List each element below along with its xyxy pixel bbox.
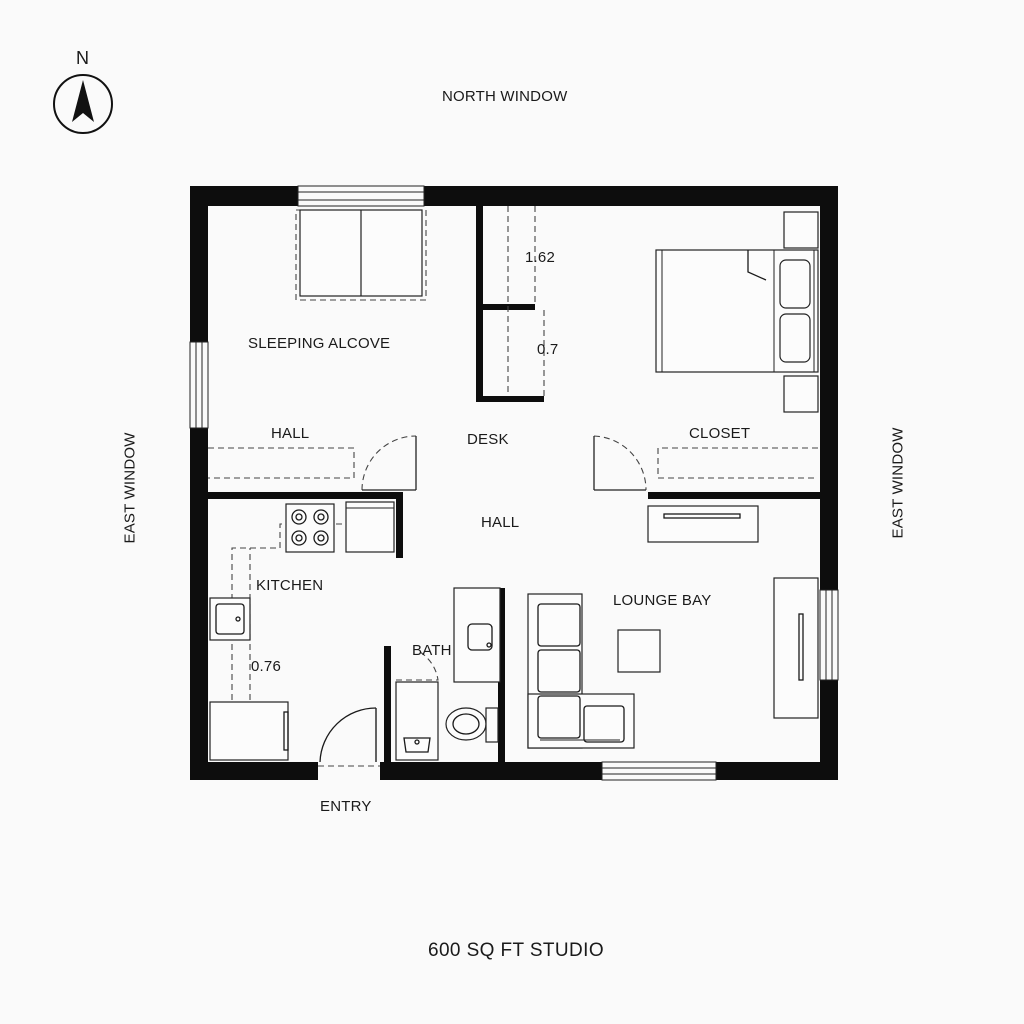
east-window-left-frame	[189, 341, 209, 429]
hall-center-label: HALL	[481, 514, 520, 531]
door-swing-right	[593, 435, 647, 491]
sleeping-alcove-label: SLEEPING ALCOVE	[248, 335, 391, 352]
oven	[209, 701, 289, 761]
hall-upper-label: HALL	[271, 425, 310, 442]
toilet-icon	[445, 707, 499, 743]
kitchen-label: KITCHEN	[256, 577, 324, 594]
dimension-2: 0.7	[537, 341, 559, 358]
alcove-bed	[295, 209, 427, 301]
stove-icon	[285, 503, 335, 553]
east-window-right-label: EAST WINDOW	[889, 427, 907, 539]
east-window-right-frame	[819, 589, 839, 681]
sofa	[527, 593, 635, 749]
north-arrow-icon	[53, 74, 113, 134]
entry-label: ENTRY	[320, 798, 372, 815]
south-window	[601, 761, 717, 781]
coffee-table	[617, 629, 661, 673]
dimension-3: 0.76	[251, 658, 281, 675]
lounge-bay-label: LOUNGE BAY	[613, 592, 712, 609]
desk-label: DESK	[467, 431, 509, 448]
compass-north-letter: N	[76, 48, 90, 68]
hall-dashed-storage	[208, 447, 818, 479]
north-window-label: NORTH WINDOW	[442, 88, 568, 105]
door-swing-left	[361, 435, 417, 491]
north-window	[297, 185, 425, 207]
dimension-1: 1.62	[525, 249, 555, 266]
fridge	[345, 501, 395, 553]
plan-title: 600 SQ FT STUDIO	[428, 940, 605, 961]
bath-vanity	[453, 587, 501, 683]
entry-door	[318, 707, 380, 767]
closet-label: CLOSET	[689, 425, 751, 442]
exterior-walls	[190, 186, 838, 780]
desk-shelf	[647, 505, 759, 543]
east-window-left-label: EAST WINDOW	[121, 432, 139, 544]
kitchen-sink-icon	[209, 597, 251, 641]
double-bed	[655, 211, 819, 413]
closet-shelving	[507, 206, 545, 396]
bath-label: BATH	[412, 642, 452, 659]
interior-walls	[208, 206, 820, 762]
bath-door	[395, 651, 439, 761]
tv-console	[773, 577, 819, 719]
